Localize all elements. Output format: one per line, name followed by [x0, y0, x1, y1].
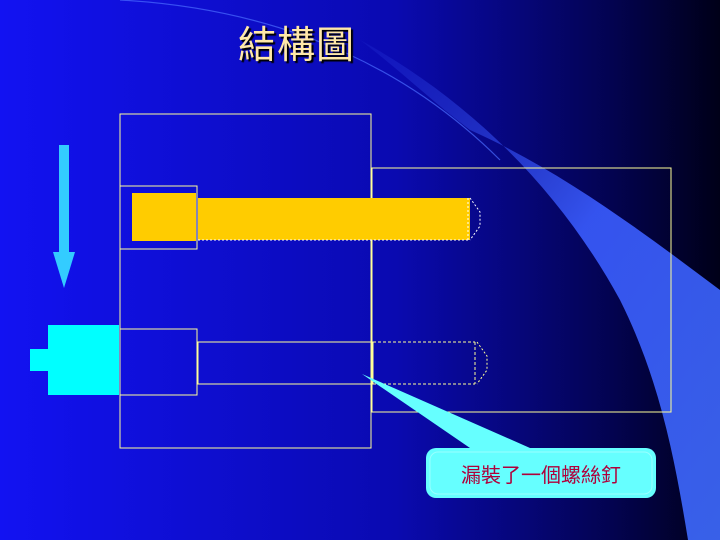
top-hole-outline	[119, 185, 198, 250]
missing-screw	[119, 328, 488, 396]
decorative-swoosh	[360, 40, 720, 540]
callout-label: 漏裝了一個螺絲釘	[461, 462, 621, 487]
installed-screw	[132, 193, 481, 241]
screw-head	[132, 193, 196, 241]
callout-bubble	[362, 374, 656, 498]
pusher-block	[48, 325, 119, 395]
left-part-outline	[119, 113, 372, 449]
slide-title: 結構圖	[238, 23, 356, 67]
screw-tip	[469, 197, 481, 241]
right-part-outline	[371, 167, 672, 413]
cyan-pusher	[30, 325, 119, 395]
missing-screw-tip	[476, 341, 488, 385]
screw-shaft	[198, 198, 470, 240]
down-arrow-icon	[53, 145, 75, 288]
pusher-stub	[30, 349, 48, 371]
missing-screw-shaft	[197, 341, 374, 385]
swoosh-edge-line	[119, 0, 501, 161]
bottom-hole-outline	[119, 328, 198, 396]
